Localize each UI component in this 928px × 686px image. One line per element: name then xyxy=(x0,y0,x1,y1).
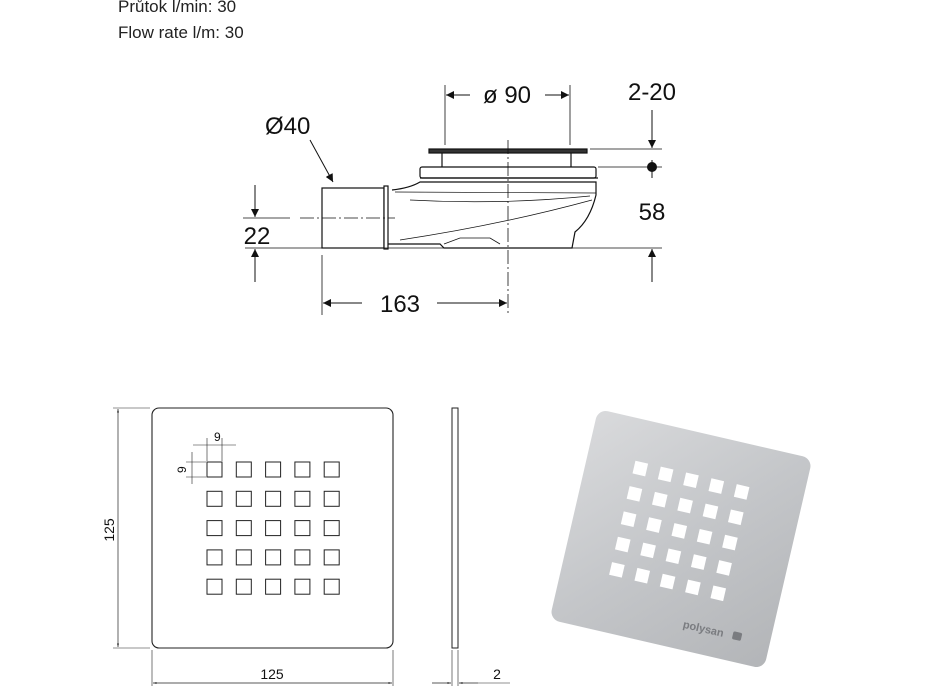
grate-hole xyxy=(235,578,252,595)
grate-hole xyxy=(235,520,252,537)
photo-grate-hole xyxy=(696,528,713,545)
grate-hole xyxy=(206,490,223,507)
photo-grate-hole xyxy=(634,567,651,584)
photo-grate-hole xyxy=(685,579,701,596)
grate-hole xyxy=(294,520,311,537)
grate-hole xyxy=(206,578,223,595)
label-flange-diameter: ø 90 xyxy=(483,82,531,109)
photo-grate-hole xyxy=(626,486,643,502)
grate-hole xyxy=(265,578,282,595)
grate-side-view xyxy=(432,407,510,686)
photo-grate-hole xyxy=(659,573,676,590)
photo-grate-hole xyxy=(651,491,668,508)
grate-hole xyxy=(323,461,340,478)
photo-grate-hole xyxy=(646,517,662,533)
photo-grate-hole xyxy=(690,554,707,570)
grate-hole xyxy=(206,549,223,566)
photo-grate-hole xyxy=(657,466,674,483)
photo-grate-hole xyxy=(632,460,649,477)
photo-grate-hole xyxy=(614,536,631,553)
photo-grate-hole xyxy=(727,509,744,526)
grate-hole xyxy=(206,520,223,537)
grate-top-view xyxy=(113,407,394,686)
flow-rate-en: Flow rate l/m: 30 xyxy=(118,23,244,42)
siphon-dimensions xyxy=(251,91,656,307)
label-adjustment: 2-20 xyxy=(628,79,676,106)
grate-hole xyxy=(235,490,252,507)
grate-hole xyxy=(323,578,340,595)
grate-hole xyxy=(294,578,311,595)
grate-hole xyxy=(323,520,340,537)
grate-hole xyxy=(294,490,311,507)
photo-grate-hole xyxy=(702,503,719,520)
photo-grate-hole xyxy=(671,523,688,539)
label-grate-height: 125 xyxy=(101,518,117,542)
photo-grate-hole xyxy=(716,560,732,576)
label-thickness: 2 xyxy=(493,666,501,682)
grate-hole xyxy=(265,520,282,537)
photo-grate-hole xyxy=(640,542,656,559)
grate-photo: polysan xyxy=(551,411,811,667)
label-hole-height: 9 xyxy=(175,466,189,473)
label-hole-width: 9 xyxy=(214,430,221,444)
grate-hole xyxy=(235,461,252,478)
grate-hole xyxy=(265,461,282,478)
photo-grate-hole xyxy=(609,562,625,578)
grate-hole xyxy=(294,461,311,478)
brand-logo-icon xyxy=(732,631,743,641)
photo-grate-hole xyxy=(677,497,693,514)
photo-grate-hole xyxy=(683,472,699,489)
grate-hole xyxy=(235,549,252,566)
grate-hole xyxy=(206,461,223,478)
siphon-drawing xyxy=(243,85,662,315)
grate-hole xyxy=(265,490,282,507)
grate-hole xyxy=(323,490,340,507)
label-outlet-height: 22 xyxy=(244,223,271,250)
flow-rate-cz: Průtok l/min: 30 xyxy=(118,0,237,16)
adjustment-dot xyxy=(647,162,657,172)
photo-grate-hole xyxy=(710,585,727,602)
grate-hole xyxy=(323,549,340,566)
label-outlet-diameter: Ø40 xyxy=(265,113,310,140)
photo-grate-hole xyxy=(620,511,637,528)
photo-grate-hole xyxy=(733,484,750,500)
grate-hole xyxy=(265,549,282,566)
photo-grate-hole xyxy=(708,478,725,494)
photo-grate-hole xyxy=(665,548,682,565)
label-height: 58 xyxy=(639,199,666,226)
grate-hole xyxy=(294,549,311,566)
label-length: 163 xyxy=(380,291,420,318)
label-grate-width: 125 xyxy=(260,666,284,682)
photo-grate-hole xyxy=(722,534,738,551)
